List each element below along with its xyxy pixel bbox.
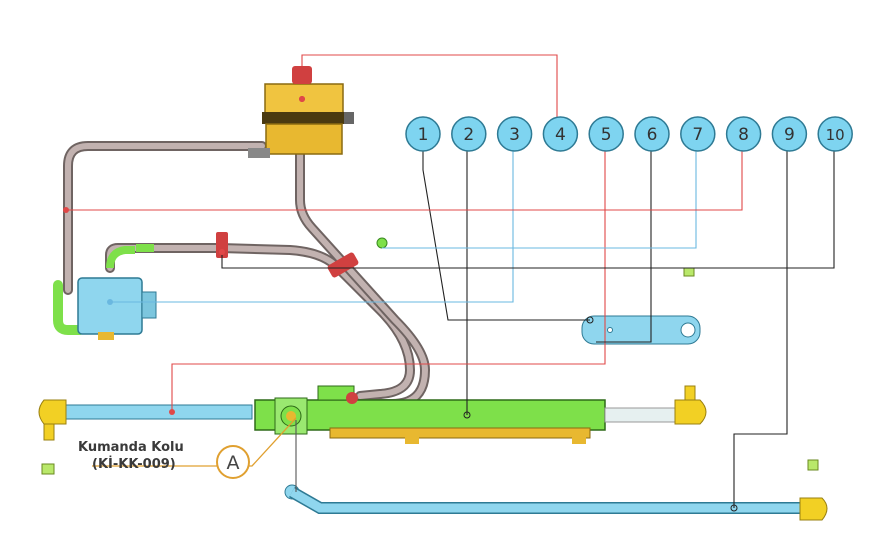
callout-code: (Kİ-KK-009) — [92, 457, 176, 472]
leader-line-A — [92, 417, 297, 467]
part-bubble-label-5: 5 — [601, 125, 612, 145]
part-bubble-label-1: 1 — [418, 125, 429, 145]
leader-line-5 — [171, 150, 606, 412]
leader-line-1 — [422, 150, 590, 321]
part-bubble-label-9: 9 — [784, 125, 795, 145]
part-bubble-circle-1 — [405, 116, 441, 152]
callout-title: Kumanda Kolu — [78, 440, 184, 455]
part-bubble-label-2: 2 — [463, 125, 474, 145]
leader-line-3 — [110, 150, 514, 303]
part-bubble-circle-6 — [634, 116, 670, 152]
part-bubble-circle-3 — [496, 116, 533, 152]
leader-line-4 — [301, 54, 558, 118]
part-bubble-label-7: 7 — [692, 125, 703, 145]
part-bubble-8: 8 — [725, 116, 762, 152]
part-bubble-label-8: 8 — [738, 125, 749, 145]
leader-line-6 — [596, 150, 652, 343]
oil-tank — [248, 66, 354, 158]
part-bubble-label-4: 4 — [555, 125, 566, 145]
callout-letter: A — [227, 452, 240, 474]
leader-line-10 — [221, 150, 835, 269]
leader-line-8 — [66, 150, 743, 211]
pump-pressure-pipe — [105, 243, 415, 401]
part-bubble-circle-2 — [451, 116, 487, 152]
callout-a-marker: A — [216, 445, 250, 479]
junction-dots — [63, 96, 738, 512]
part-bubble-circle-8 — [725, 116, 762, 152]
part-bubble-7: 7 — [680, 116, 716, 152]
hydraulic-pump — [53, 246, 157, 340]
part-bubble-6: 6 — [634, 116, 670, 152]
part-bubble-4: 4 — [542, 116, 579, 152]
leader-line-9 — [733, 150, 788, 508]
part-bubble-label-10: 10 — [826, 126, 845, 144]
hydraulic-pipes — [63, 141, 430, 409]
leader-line-7 — [382, 150, 697, 249]
part-bubble-10: 10 — [817, 116, 853, 152]
part-bubble-label-3: 3 — [509, 125, 520, 145]
fittings — [136, 232, 388, 278]
part-bubble-3: 3 — [496, 116, 533, 152]
part-bubble-circle-10 — [817, 116, 853, 152]
part-bubble-circle-5 — [588, 116, 624, 152]
part-bubble-5: 5 — [588, 116, 624, 152]
steering-linkage — [38, 267, 828, 521]
part-bubble-circle-7 — [680, 116, 716, 152]
part-bubble-circle-4 — [542, 116, 579, 152]
part-number-bubbles: 1 2 3 4 5 6 7 8 9 10 — [405, 116, 853, 152]
part-bubble-2: 2 — [451, 116, 487, 152]
part-bubble-label-6: 6 — [647, 125, 658, 145]
part-bubble-9: 9 — [771, 116, 808, 152]
leader-lines — [66, 54, 835, 508]
part-bubble-circle-9 — [771, 116, 808, 152]
part-bubble-1: 1 — [405, 116, 441, 152]
